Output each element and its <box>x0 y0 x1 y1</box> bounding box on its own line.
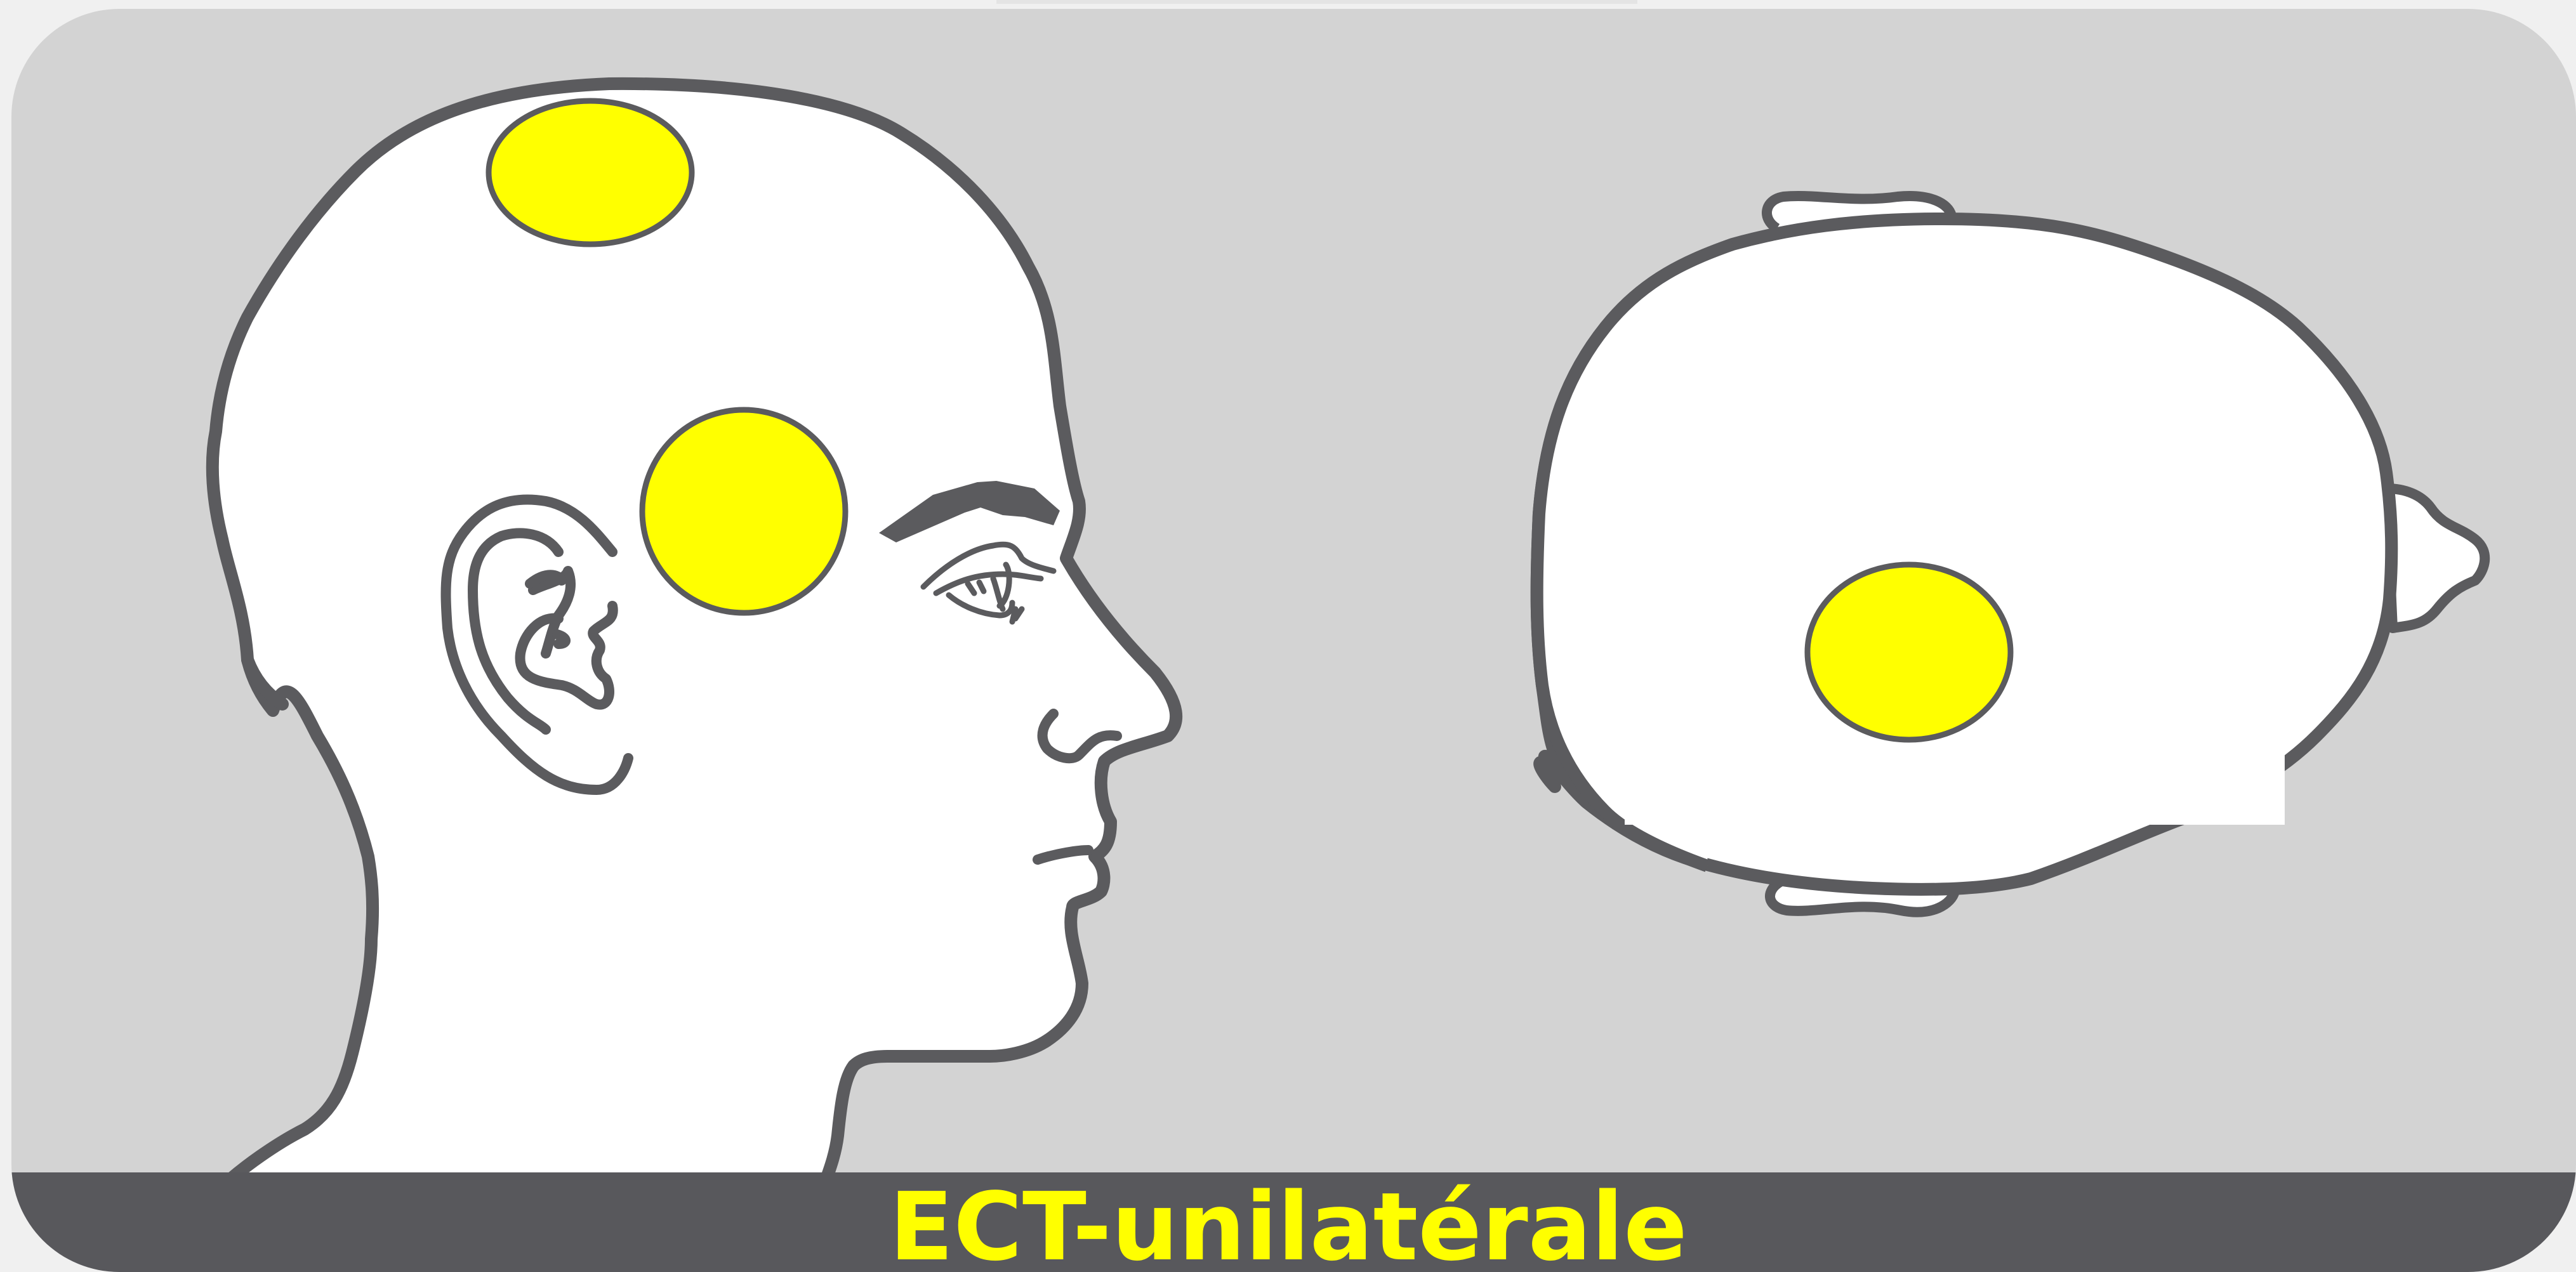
top-strip <box>996 0 1637 4</box>
electrode-vertex <box>489 101 692 244</box>
electrode-top-right-hemisphere <box>1807 565 2011 740</box>
electrode-temporal <box>642 410 845 613</box>
caption-text: ECT-unilatérale <box>889 1172 1688 1272</box>
